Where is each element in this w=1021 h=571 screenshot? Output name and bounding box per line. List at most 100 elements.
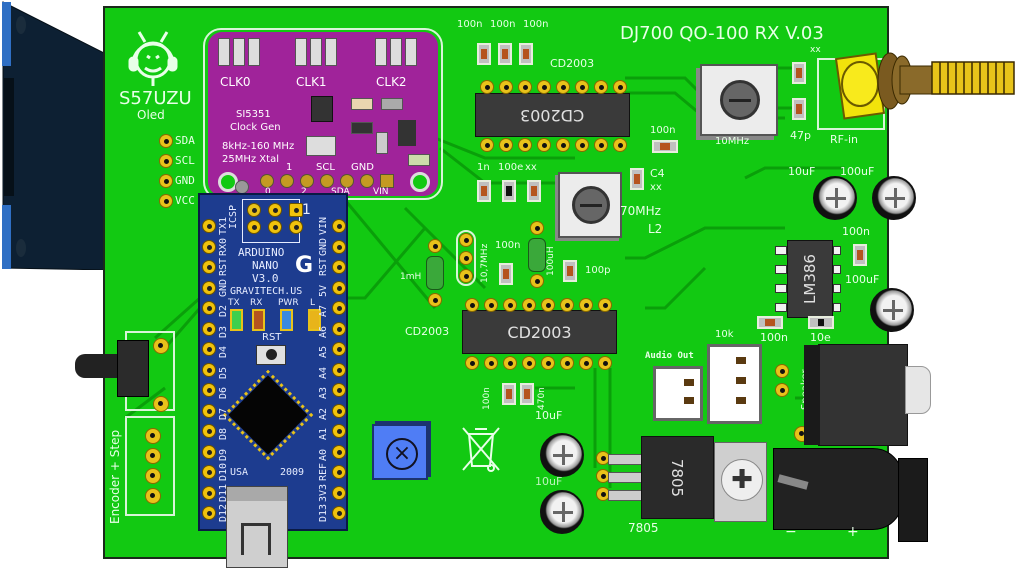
nano-pin-d12 [202,506,216,520]
sma-rf-connector[interactable] [820,36,1020,126]
arduino-name: ARDUINO [238,246,285,259]
nano-pin-d5 [202,362,216,377]
si5351-pin-row [260,174,394,188]
nano-pin-label: 3V3 [318,483,329,502]
capacitor-100n [853,244,867,266]
screw-icon: ✚ [721,459,763,501]
cap-label: 100n [457,19,483,30]
capacitor-100n [498,43,512,65]
ic-pin-pad [499,138,513,152]
pcb-board: S57UZU Oled SDA SCL GND VCC DJ700 QO-100… [103,6,931,559]
ic-pin-pad [522,298,536,312]
nano-pin-d8 [202,424,216,438]
power-jack[interactable] [773,448,933,542]
trimmer-knob[interactable] [720,80,760,120]
reset-button[interactable] [256,345,286,365]
nano-pin-label: A7 [318,304,329,317]
ic2-marking: CD2003 [507,322,572,342]
si5351-name: SI5351 [236,109,271,120]
capacitor-100n [757,316,783,329]
led-tx [230,309,243,331]
author-callsign: S57UZU [119,88,192,109]
capacitor-xx [527,180,541,202]
nano-pin-a7 [332,301,346,315]
blue-trimmer-pot[interactable]: × [372,424,428,480]
reg-heatsink-tab: ✚ [714,442,767,522]
ic2-ref: CD2003 [405,325,450,338]
ic-pin-pad [594,138,608,152]
lm386-pin [833,284,841,293]
inductor-pad [428,293,442,307]
led-pwr [280,309,293,331]
nano-pin-d10 [202,465,216,479]
ic-pin-pad [484,298,498,312]
led-tx-label: TX [228,298,240,308]
ic-pin-pad [503,356,517,370]
audio-out-connector[interactable] [653,366,703,421]
si5351-module: CLK0 CLK1 CLK2 SI5351 Clock Gen 8kHz-160… [208,32,438,197]
ic1-cd2003: CD2003 [475,93,630,137]
pushbutton-pad [153,396,169,412]
si5351-freq-range: 8kHz-160 MHz [222,141,295,152]
trimmer-knob[interactable] [572,186,610,224]
c4-value: xx [650,182,662,193]
resistor-100e [502,180,516,202]
resistor-10e [808,316,834,329]
si5351-pin-0: 0 [265,187,271,197]
capacitor-1n [477,180,491,202]
nano-pin-ref [332,465,346,479]
cap-100n-lm-label: 100n [842,225,870,238]
ic-pin-pad [598,356,612,370]
lm386-pin [833,246,841,255]
led-rx [252,309,265,331]
reset-label: RST [262,332,282,343]
nano-pin-label: D4 [218,345,229,358]
speaker-pad [775,364,789,378]
audio-jack-plug [905,366,931,414]
elec-10uf-2-label: 10uF [535,475,563,488]
push-switch[interactable] [75,340,149,397]
oled-pin-label-scl: SCL [175,154,195,167]
nano-pin-a4 [332,362,346,377]
nano-pin-a6 [332,321,346,336]
inductor-pad [530,274,544,288]
power-plus: + [847,524,859,540]
lm386-marking: LM386 [801,254,819,304]
capacitor-470n [520,383,534,405]
nano-pin-d3 [202,321,216,336]
ic-pin-pad [579,356,593,370]
weee-bin-icon [461,424,501,478]
nano-pin-label: D5 [218,366,229,379]
ic-pin-pad [522,356,536,370]
crystal-pad [459,233,473,247]
nano-pin-label: A1 [318,427,329,440]
elec-cap-100uf [870,288,914,332]
nano-pin-label: RX0 [218,237,229,256]
clk0-label: CLK0 [220,75,251,89]
pot-10k-connector[interactable] [707,344,762,424]
ic-pin-pad [499,80,513,94]
elec-100uf-label: 100uF [840,165,875,178]
cap-label: 100n [490,19,516,30]
nano-pin-rst [202,260,216,274]
audio-jack[interactable] [804,344,908,446]
trimmer-mid-ref: L2 [648,222,663,236]
mini-usb-connector[interactable] [226,486,288,568]
ic-pin-pad [579,298,593,312]
nano-pin-label: D2 [218,304,229,317]
nano-pin-d13 [332,506,346,520]
elec-cap-10uf [540,433,584,477]
cap-label: 100n [523,19,549,30]
nano-pin-label: RST [218,257,229,276]
capacitor-100n [477,43,491,65]
cap-470n-label: 470n [537,387,547,410]
nano-pin-label: RST [318,257,329,276]
pot-10k-label: 10k [715,329,734,340]
lm386-pin [833,265,841,274]
si5351-xtal: 25MHz Xtal [222,154,279,165]
inductor-1mh [426,256,444,290]
nano-pin-label: VIN [318,216,329,235]
mcu-chip [222,369,314,461]
capacitor-100n [652,140,678,153]
